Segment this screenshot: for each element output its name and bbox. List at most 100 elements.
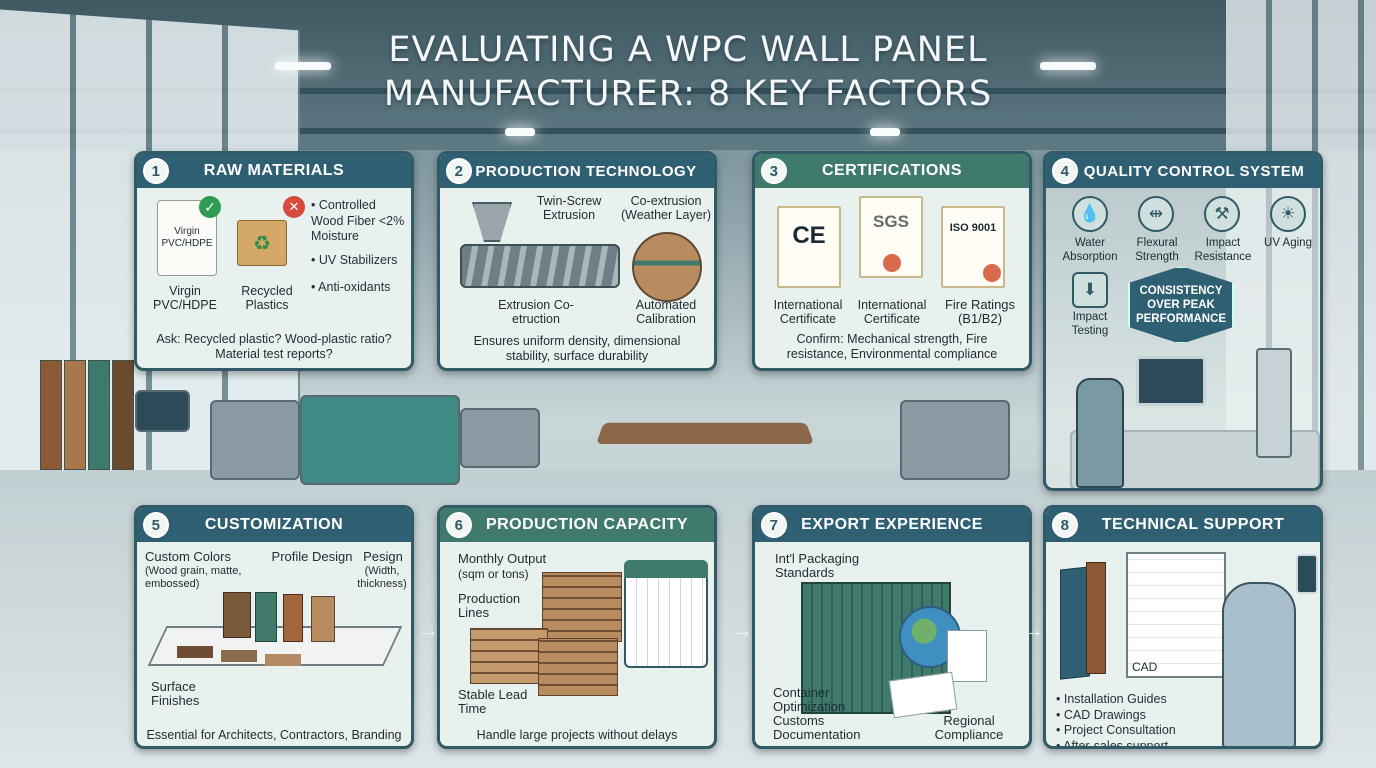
page-title: EVALUATING A WPC WALL PANEL MANUFACTURER…: [0, 28, 1376, 116]
label-monthly-output-sub: (sqm or tons): [458, 567, 529, 581]
ceiling-lamp: [275, 62, 331, 70]
wpc-panel-sample: [40, 360, 62, 470]
label-coextrusion: Co-extrusion (Weather Layer): [620, 194, 712, 222]
sun-icon: ☀: [1270, 196, 1306, 232]
label-virgin: Virgin PVC/HDPE: [153, 284, 217, 312]
card-production-capacity: 6 PRODUCTION CAPACITY Monthly Output (sq…: [437, 505, 717, 749]
card-note: Ask: Recycled plastic? Wood-plastic rati…: [156, 332, 392, 361]
testing-machine-icon: [1256, 348, 1292, 458]
panel-sample-icon: [223, 592, 251, 638]
ceiling-lamp: [870, 128, 900, 136]
test-label: Impact Testing: [1071, 311, 1109, 337]
card-header: 7 EXPORT EXPERIENCE: [755, 508, 1029, 542]
card-title: TECHNICAL SUPPORT: [1101, 516, 1285, 533]
card-header: 4 QUALITY CONTROL SYSTEM: [1046, 154, 1320, 188]
technician-figure: [1076, 378, 1124, 488]
wpc-panel-sample: [112, 360, 134, 470]
card-number: 2: [446, 158, 472, 184]
ceiling-lamp: [1040, 62, 1096, 70]
bullet: Installation Guides: [1056, 692, 1226, 708]
wpc-panel-sample: [64, 360, 86, 470]
extruder-machine: [300, 395, 460, 485]
card-number: 5: [143, 512, 169, 538]
card-technical-support: 8 TECHNICAL SUPPORT CAD Installation Gui…: [1043, 505, 1323, 749]
computer-monitor-icon: [1136, 356, 1206, 406]
check-icon: ✓: [199, 196, 221, 218]
water-drop-icon: 💧: [1072, 196, 1108, 232]
card-title: PRODUCTION TECHNOLOGY: [475, 162, 697, 180]
document-icon: [947, 630, 987, 682]
label-container: Container Optimization: [773, 685, 846, 714]
label-custom-colors-sub: (Wood grain, matte, embossed): [145, 565, 242, 590]
card-header: 8 TECHNICAL SUPPORT: [1046, 508, 1320, 542]
label-profile-design: Profile Design: [271, 549, 353, 564]
sgs-certificate-icon: SGS: [859, 196, 923, 278]
flow-arrow-icon: →: [731, 617, 753, 642]
bullet: Anti-oxidants: [311, 280, 411, 296]
label-twin-screw: Twin-Screw Extrusion: [536, 194, 602, 222]
calendar-icon: [624, 560, 708, 668]
bullet: Controlled Wood Fiber <2% Moisture: [311, 198, 411, 245]
card-header: 3 CERTIFICATIONS: [755, 154, 1029, 188]
card-number: 1: [143, 158, 169, 184]
ceiling-beam: [0, 88, 1376, 94]
card-header: 5 CUSTOMIZATION: [137, 508, 411, 542]
card-number: 4: [1052, 158, 1078, 184]
monitor: [135, 390, 190, 432]
card-customization: 5 CUSTOMIZATION Custom Colors (Wood grai…: [134, 505, 414, 749]
lumber-stack-icon: [542, 572, 622, 642]
label-packaging: Int'l Packaging Standards: [775, 551, 860, 580]
label-monthly-output: Monthly Output: [458, 551, 547, 566]
ceiling-beam: [0, 128, 1376, 134]
cert-label: Fire Ratings (B1/B2): [944, 297, 1016, 326]
label-pesign: Pesign: [363, 549, 403, 564]
test-label: Water Absorption: [1062, 237, 1118, 263]
iso-certificate-icon: ISO 9001: [941, 206, 1005, 288]
flow-arrow-icon: →: [1022, 617, 1044, 642]
card-note: Essential for Architects, Contractors, B…: [146, 728, 402, 742]
wpc-panel-sample: [88, 360, 110, 470]
support-engineer-figure: [1222, 582, 1296, 746]
label-surface-finishes: Surface Finishes: [151, 679, 200, 708]
card-header: 6 PRODUCTION CAPACITY: [440, 508, 714, 542]
lab-machine: [900, 400, 1010, 480]
bullet: After-sales support: [1056, 739, 1226, 747]
card-title: CUSTOMIZATION: [204, 516, 344, 533]
panel-sample-icon: [221, 650, 257, 662]
test-label: UV Aging: [1264, 237, 1312, 249]
panel-sample-icon: [1086, 562, 1106, 674]
card-title: RAW MATERIALS: [203, 162, 345, 179]
label-customs: Customs Documentation: [773, 713, 861, 742]
card-header: 1 RAW MATERIALS: [137, 154, 411, 188]
card-note: Handle large projects without delays: [476, 728, 678, 742]
recycle-icon: ♻: [237, 220, 287, 266]
extruder-machine: [460, 408, 540, 468]
title-line-2: MANUFACTURER: 8 KEY FACTORS: [383, 74, 993, 114]
calendar-header: [624, 560, 708, 578]
card-number: 3: [761, 158, 787, 184]
label-regional: Regional Compliance: [934, 713, 1004, 742]
title-line-1: EVALUATING A WPC WALL PANEL: [388, 30, 988, 70]
card-title: CERTIFICATIONS: [821, 162, 963, 179]
conference-table: [595, 422, 815, 445]
label-lead-time: Stable Lead Time: [458, 687, 528, 716]
label-recycled: Recycled Plastics: [241, 284, 293, 312]
label-calibration: Automated Calibration: [635, 298, 697, 326]
bullet: Project Consultation: [1056, 723, 1226, 739]
label-cad: CAD: [1132, 660, 1158, 674]
cross-icon: ✕: [283, 196, 305, 218]
ce-certificate-icon: CE: [777, 206, 841, 288]
cad-drawing-icon: [1126, 552, 1226, 678]
cert-label: International Certificate: [857, 298, 927, 326]
lumber-stack-icon: [470, 628, 548, 684]
label-extrusion: Extrusion Co-etruction: [498, 298, 574, 326]
panel-sample-icon: [311, 596, 335, 642]
panel-sample-icon: [265, 654, 301, 666]
tablet-icon: [1296, 554, 1318, 594]
card-export-experience: 7 EXPORT EXPERIENCE Int'l Packaging Stan…: [752, 505, 1032, 749]
card-title: EXPORT EXPERIENCE: [801, 516, 983, 533]
card-raw-materials: 1 RAW MATERIALS Virgin PVC/HDPE ✓ ♻ ✕ Vi…: [134, 151, 414, 371]
ceiling-lamp: [505, 128, 535, 136]
panel-sample-icon: [283, 594, 303, 642]
card-note: Ensures uniform density, dimensional sta…: [473, 334, 681, 363]
